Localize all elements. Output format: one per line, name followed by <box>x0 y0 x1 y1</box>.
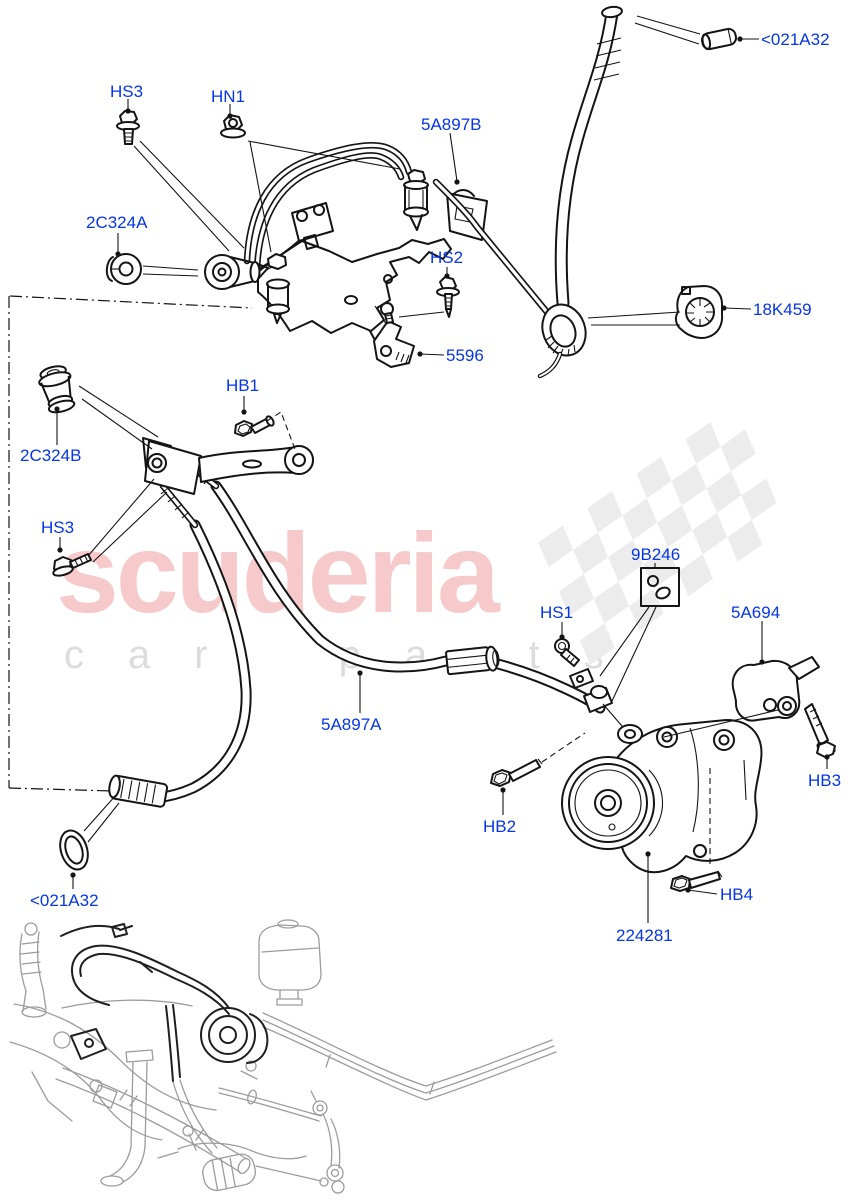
part-label-hb2[interactable]: HB2 <box>483 817 517 836</box>
part-label-021a32-bottom[interactable]: <021A32 <box>30 891 99 910</box>
leader-lines <box>54 15 830 923</box>
screw-hs2-icon <box>436 276 460 318</box>
bushing-2c324a <box>105 253 142 285</box>
part-label-9b246[interactable]: 9B246 <box>631 545 681 564</box>
part-label-5596[interactable]: 5596 <box>446 346 484 365</box>
bolt-hb4-icon <box>670 768 723 892</box>
bolt-hb1-icon <box>234 415 275 437</box>
part-label-5a897a[interactable]: 5A897A <box>321 715 382 734</box>
fasteners <box>52 110 836 892</box>
watermark-brand: scuderia <box>56 510 500 636</box>
part-label-hs2[interactable]: HS2 <box>430 248 464 267</box>
bolt-hb3-icon <box>804 703 836 758</box>
part-label-hs1[interactable]: HS1 <box>540 603 574 622</box>
seal-kit-9b246-icon <box>640 567 680 607</box>
bolt-hs3-top-icon <box>116 110 140 145</box>
main-hose-assembly <box>38 253 629 871</box>
part-label-021a32-top[interactable]: <021A32 <box>761 30 830 49</box>
nut-hn1-icon <box>220 114 246 139</box>
vehicle-overview-thumbnail <box>9 919 557 1194</box>
bolt-hs3-mid-icon <box>52 553 92 577</box>
part-label-hs3-mid[interactable]: HS3 <box>41 518 75 537</box>
top-pipe-assembly <box>204 5 737 379</box>
part-label-5a897b[interactable]: 5A897B <box>421 115 482 134</box>
part-label-18k459[interactable]: 18K459 <box>753 300 812 319</box>
boundary-dash-line <box>8 295 253 792</box>
part-label-224281[interactable]: 224281 <box>616 926 673 945</box>
part-label-5a694[interactable]: 5A694 <box>731 603 781 622</box>
bolt-hb2-icon <box>490 732 586 787</box>
part-label-hs3-top[interactable]: HS3 <box>110 82 144 101</box>
part-label-2c324a[interactable]: 2C324A <box>86 213 148 232</box>
part-label-2c324b[interactable]: 2C324B <box>20 446 82 465</box>
bolt-hs1-icon <box>554 638 580 667</box>
checkered-flag-watermark <box>538 422 777 665</box>
pump-assembly <box>561 656 820 874</box>
part-label-hb4[interactable]: HB4 <box>720 885 754 904</box>
part-label-hn1[interactable]: HN1 <box>211 87 246 106</box>
part-label-hb3[interactable]: HB3 <box>808 771 842 790</box>
part-label-hb1[interactable]: HB1 <box>226 376 260 395</box>
